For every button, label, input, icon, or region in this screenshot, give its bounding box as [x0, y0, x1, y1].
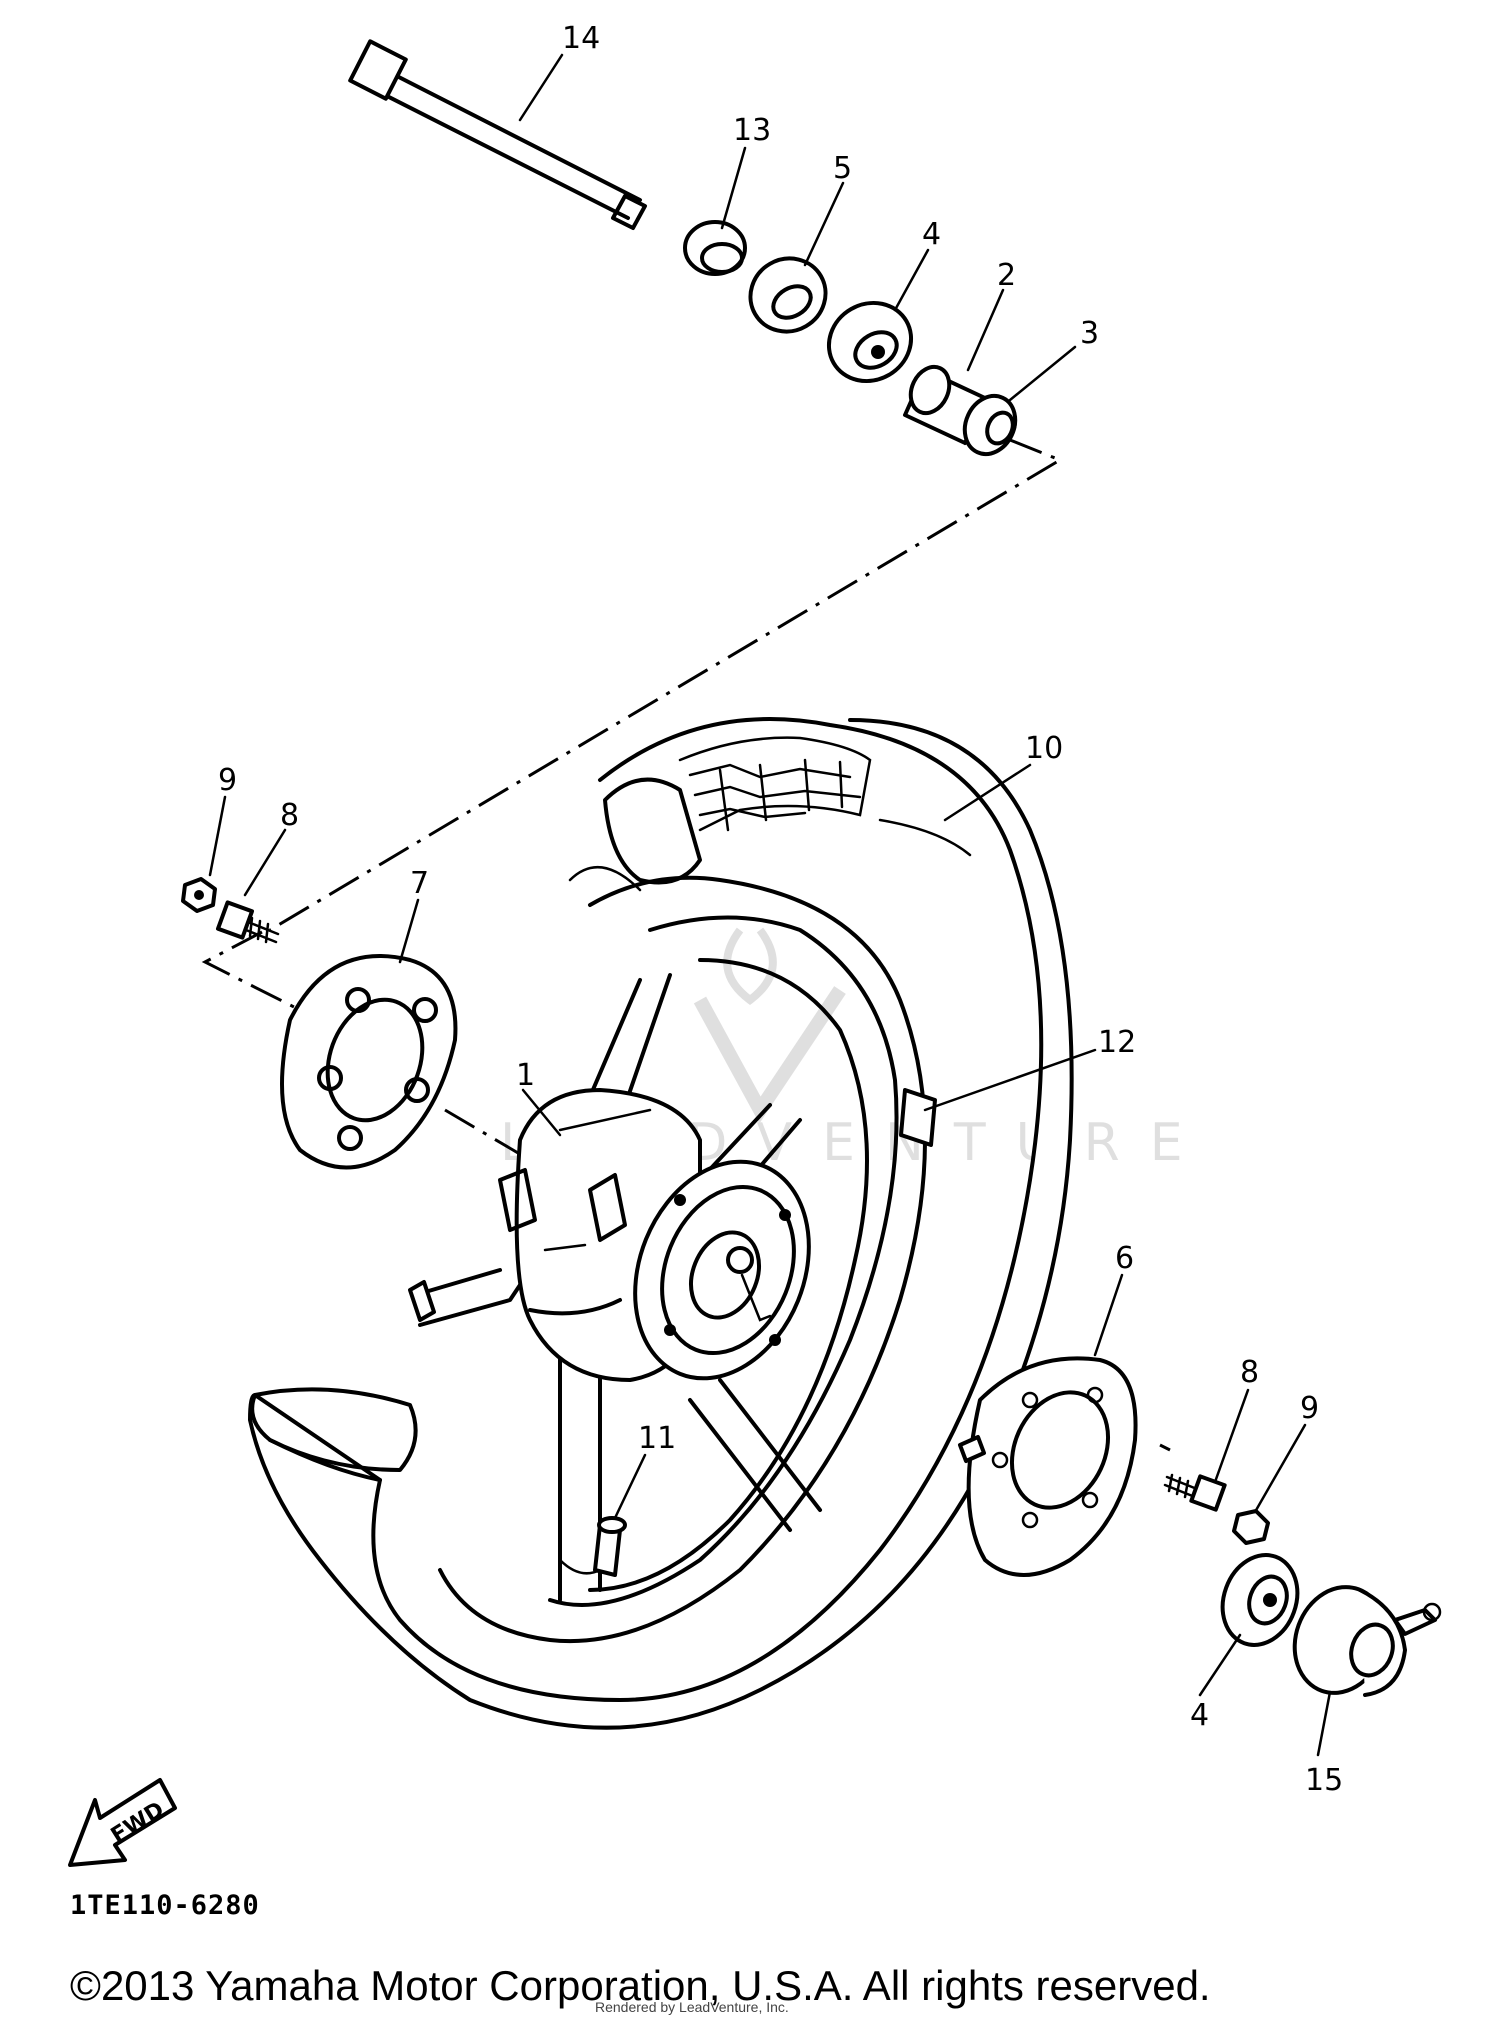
callout-12: 12: [1098, 1025, 1136, 1060]
nut-9-left: [181, 877, 217, 913]
callout-13: 13: [733, 113, 771, 148]
alignment-line-right: [1159, 1443, 1171, 1452]
callout-9-left: 9: [218, 763, 237, 798]
callout-7: 7: [410, 866, 429, 901]
bolt-8-right: [1163, 1473, 1227, 1512]
callout-11: 11: [638, 1421, 676, 1456]
meter-gear-unit-15: [1292, 1585, 1442, 1697]
alignment-line-upper: [269, 438, 1064, 932]
callout-15: 15: [1305, 1763, 1343, 1798]
collar-13: [683, 220, 747, 276]
callout-4-lower: 4: [1190, 1698, 1209, 1733]
callout-8-right: 8: [1240, 1355, 1259, 1390]
alignment-line-hub: [444, 1108, 531, 1162]
callout-numbers: 14 13 5 4 2 3 10 9 8 7 1 12 6 8 9 11 4 1…: [218, 21, 1343, 1798]
callout-6: 6: [1115, 1241, 1134, 1276]
callout-1: 1: [516, 1058, 535, 1093]
disc-cover-7: [280, 954, 458, 1170]
callout-9-right: 9: [1300, 1391, 1319, 1426]
alignment-line-left: [201, 930, 301, 1012]
nut-9-right: [1232, 1509, 1270, 1545]
part-code: 1TE110-6280: [70, 1890, 260, 1921]
front-axle-shaft: [348, 39, 647, 230]
bearing-4-upper: [826, 300, 914, 384]
callout-2: 2: [997, 258, 1016, 293]
callout-3: 3: [1080, 316, 1099, 351]
wheel-hub-1: [498, 1088, 811, 1382]
disc-cover-6: [958, 1356, 1138, 1577]
bearing-4-lower: [1220, 1553, 1300, 1647]
callout-10: 10: [1025, 731, 1063, 766]
callout-8-left: 8: [280, 798, 299, 833]
spacer-flange-3: [962, 393, 1018, 457]
tire-valve-11: [593, 1516, 627, 1577]
copyright-notice: ©2013 Yamaha Motor Corporation, U.S.A. A…: [70, 1962, 1211, 2009]
callout-5: 5: [833, 151, 852, 186]
oil-seal-5: [748, 256, 828, 334]
callout-14: 14: [562, 21, 600, 56]
render-credit: Rendered by LeadVenture, Inc.: [595, 1999, 789, 2015]
balance-weight-12: [899, 1088, 937, 1147]
bolt-8-left: [215, 900, 280, 944]
leader-lines: [208, 53, 1332, 1757]
forward-arrow-icon: FWD: [68, 1778, 177, 1867]
tire-10: [248, 717, 1074, 1730]
callout-4-upper: 4: [922, 217, 941, 252]
